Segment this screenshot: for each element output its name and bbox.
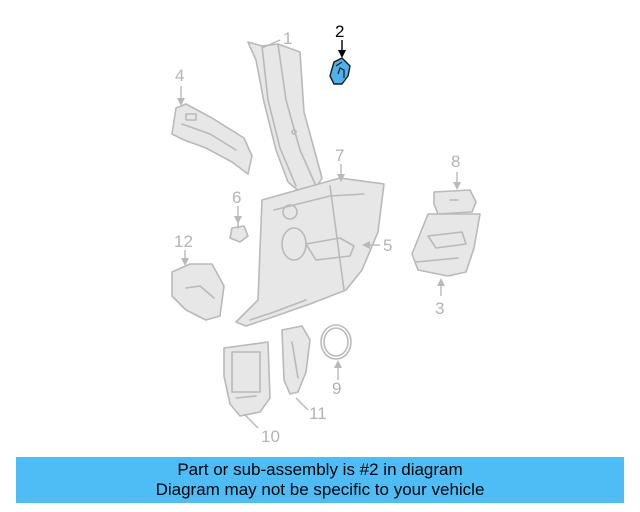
- callout-10: 10: [261, 427, 280, 446]
- callout-9: 9: [332, 379, 341, 398]
- callout-4: 4: [175, 66, 184, 85]
- callout-leaders: [177, 39, 461, 429]
- callout-1: 1: [283, 29, 292, 48]
- part-12-pad: [171, 263, 225, 321]
- callout-12: 12: [174, 232, 193, 251]
- banner-line-1: Part or sub-assembly is #2 in diagram: [177, 460, 463, 479]
- parts-diagram: 1 2 4 7 8 6 5 12 3 9 11 10: [171, 22, 481, 446]
- part-9-grommet: [320, 324, 352, 360]
- part-7-quarter-trim-panel: [235, 177, 385, 327]
- callout-8: 8: [451, 152, 460, 171]
- callout-6: 6: [232, 188, 241, 207]
- callout-3: 3: [435, 299, 444, 318]
- part-4-quarter-trim-upper: [171, 103, 253, 175]
- part-2-clip-highlighted[interactable]: [329, 57, 351, 85]
- callout-2-leader: [338, 40, 346, 58]
- part-1-pillar-trim: [247, 41, 323, 193]
- callout-11: 11: [309, 404, 327, 423]
- banner-line-2: Diagram may not be specific to your vehi…: [155, 480, 485, 499]
- callout-2[interactable]: 2: [335, 22, 344, 41]
- callout-7: 7: [335, 146, 344, 165]
- part-3-handle-assembly: [411, 213, 481, 277]
- part-6-fastener: [229, 219, 249, 243]
- part-10-lower-trim: [223, 341, 271, 417]
- info-banner: Part or sub-assembly is #2 in diagram Di…: [16, 457, 624, 503]
- part-11-bracket: [281, 325, 311, 395]
- callout-5: 5: [383, 236, 392, 255]
- part-8-bezel: [433, 189, 477, 215]
